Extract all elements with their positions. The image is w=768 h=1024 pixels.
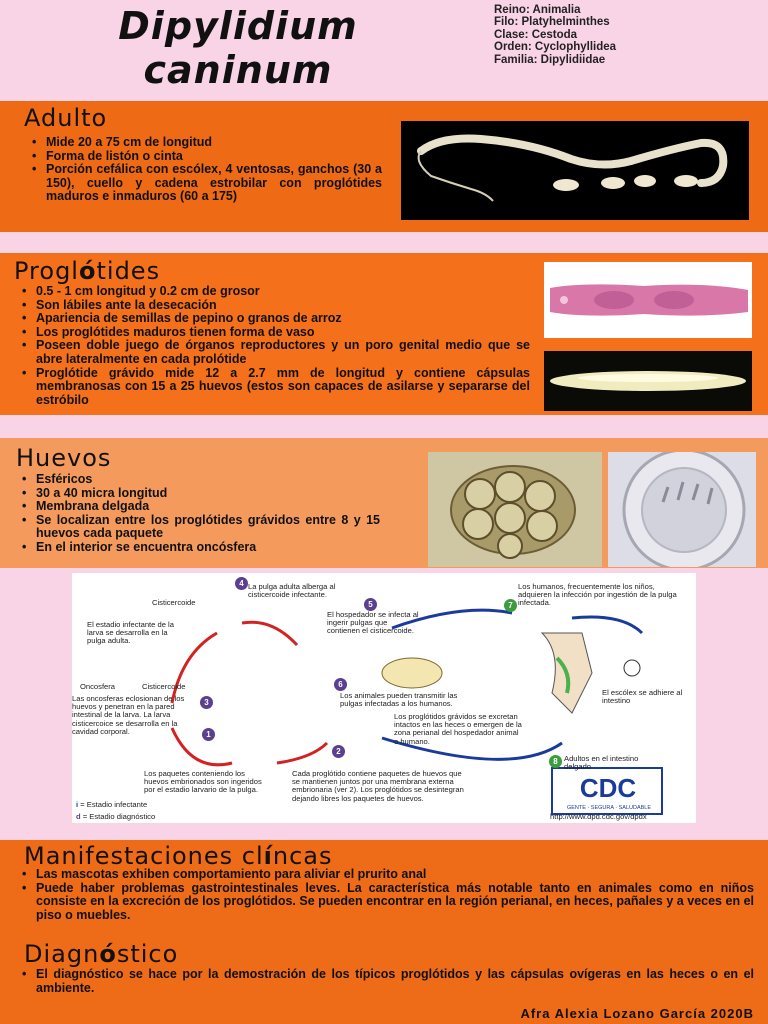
- huevos-list: Esféricos 30 a 40 micra longitud Membran…: [22, 472, 380, 555]
- title-line-1: Dipylidium: [118, 4, 358, 48]
- legend-diagnostic: d = Estadio diagnóstico: [76, 812, 196, 821]
- step-2-badge: 2: [332, 745, 345, 758]
- legend-diagnostic-text: = Estadio diagnóstico: [82, 812, 156, 821]
- legend-infective-text: = Estadio infectante: [80, 800, 148, 809]
- cisticercoide-label-2: Cisticercoide: [142, 682, 186, 691]
- step-3-badge: 3: [200, 696, 213, 709]
- step-4-text: La pulga adulta alberga al cisticercoide…: [248, 582, 336, 600]
- list-item: Proglótide grávido mide 12 a 2.7 mm de l…: [22, 366, 530, 408]
- list-item: Se localizan entre los proglótides grávi…: [22, 513, 380, 541]
- list-item: Forma de listón o cinta: [32, 149, 382, 164]
- cdc-logo: CDC: [579, 773, 637, 803]
- scolex-text: El escólex se adhiere al intestino: [602, 688, 683, 706]
- single-egg-photo: [608, 452, 756, 567]
- step-7-text: Los humanos, frecuentemente los niños, a…: [518, 582, 677, 608]
- heading-part: tides: [96, 257, 161, 285]
- list-item: En el interior se encuentra oncósfera: [22, 540, 380, 555]
- egg-packet-photo: [428, 452, 602, 567]
- adult-worm-photo: [401, 121, 749, 220]
- adulto-heading: Adulto: [24, 104, 108, 132]
- proglottid-stained-photo: [544, 262, 752, 338]
- life-cycle-diagram: 4 La pulga adulta alberga al cisticercoi…: [72, 573, 696, 823]
- huevos-heading: Huevos: [16, 444, 112, 472]
- title-line-2: caninum: [143, 48, 333, 92]
- step-6-text: Los animales pueden transmitir las pulga…: [340, 691, 458, 709]
- proglotides-heading: Proglótides: [14, 257, 160, 285]
- heading-part: ó: [78, 257, 97, 285]
- step-1-badge: 1: [202, 728, 215, 741]
- cdc-tagline: GENTE · SEGURA · SALUDABLE: [566, 805, 652, 811]
- list-item: Puede haber problemas gastrointestinales…: [22, 881, 754, 923]
- taxonomy-list: Reino: Animalia Filo: Platyhelminthes Cl…: [494, 4, 616, 66]
- oncosfera-label: Oncosfera: [80, 682, 116, 691]
- taxonomy-familia: Familia: Dipylidiidae: [494, 53, 606, 66]
- taxonomy-filo: Filo: Platyhelminthes: [494, 16, 610, 29]
- heading-part: ncas: [272, 842, 333, 870]
- author-credit: Afra Alexia Lozano García 2020B: [520, 1006, 754, 1021]
- heading-part: Progl: [14, 257, 79, 285]
- step-5-text: El hospedador se infecta al ingerir pulg…: [327, 610, 419, 636]
- infective-stage-text: El estadio infectante de la larva se des…: [87, 620, 174, 646]
- heading-part: stico: [116, 940, 179, 968]
- list-item: 0.5 - 1 cm longitud y 0.2 cm de grosor: [22, 284, 530, 299]
- cisticercoide-label: Cisticercoide: [152, 598, 196, 607]
- list-item: El diagnóstico se hace por la demostraci…: [22, 967, 754, 995]
- list-item: Poseen doble juego de órganos reproducto…: [22, 339, 530, 366]
- step-3-text: Las oncosferas eclosionan de los huevos …: [72, 694, 185, 736]
- step-6-badge: 6: [334, 678, 347, 691]
- step-1-text: Los paquetes conteniendo los huevos embr…: [144, 769, 262, 795]
- step-8-badge: 8: [549, 755, 562, 768]
- list-item: Apariencia de semillas de pepino o grano…: [22, 312, 530, 326]
- taxonomy-orden: Orden: Cyclophyllidea: [494, 41, 617, 54]
- list-item: Son lábiles ante la desecación: [22, 298, 530, 313]
- list-item: Las mascotas exhiben comportamiento para…: [22, 867, 754, 882]
- manifestaciones-list: Las mascotas exhiben comportamiento para…: [22, 867, 754, 923]
- heading-part: í: [263, 842, 273, 870]
- heading-part: ó: [99, 940, 117, 968]
- taxonomy-clase: Clase: Cestoda: [494, 28, 578, 41]
- diagnostico-list: El diagnóstico se hace por la demostraci…: [22, 967, 754, 995]
- list-item: Los proglótides maduros tienen forma de …: [22, 325, 530, 340]
- step-2-text: Cada proglótido contiene paquetes de hue…: [292, 769, 464, 803]
- list-item: Membrana delgada: [22, 500, 380, 514]
- step-5-badge: 5: [364, 598, 377, 611]
- manifestaciones-heading: Manifestaciones clíncas: [24, 842, 333, 870]
- list-item: Porción cefálica con escólex, 4 ventosas…: [32, 162, 382, 204]
- legend-infective: i = Estadio infectante: [76, 800, 196, 809]
- taxonomy-reino: Reino: Animalia: [494, 4, 581, 16]
- step-8-text: Adultos en el intestino delgado: [564, 754, 639, 772]
- step-4-badge: 4: [235, 577, 248, 590]
- poster-title: Dipylidium caninum: [88, 4, 388, 92]
- diagnostico-heading: Diagnóstico: [24, 940, 178, 968]
- list-item: Mide 20 a 75 cm de longitud: [32, 135, 382, 150]
- gravid-proglottid-text: Los proglótidos grávidos se excretan int…: [394, 712, 522, 746]
- adulto-list: Mide 20 a 75 cm de longitud Forma de lis…: [32, 135, 382, 204]
- heading-part: Diagn: [24, 940, 100, 968]
- heading-part: Manifestaciones cl: [24, 842, 264, 870]
- legend-infective-letter: i: [76, 800, 79, 809]
- list-item: 30 a 40 micra longitud: [22, 486, 380, 501]
- proglottid-gravid-photo: [544, 351, 752, 411]
- legend-diagnostic-letter: d: [76, 812, 81, 821]
- proglotides-list: 0.5 - 1 cm longitud y 0.2 cm de grosor S…: [22, 284, 530, 408]
- step-7-badge: 7: [504, 599, 517, 612]
- list-item: Esféricos: [22, 472, 380, 487]
- cdc-url: http://www.dpd.cdc.gov/dpdx: [550, 812, 647, 821]
